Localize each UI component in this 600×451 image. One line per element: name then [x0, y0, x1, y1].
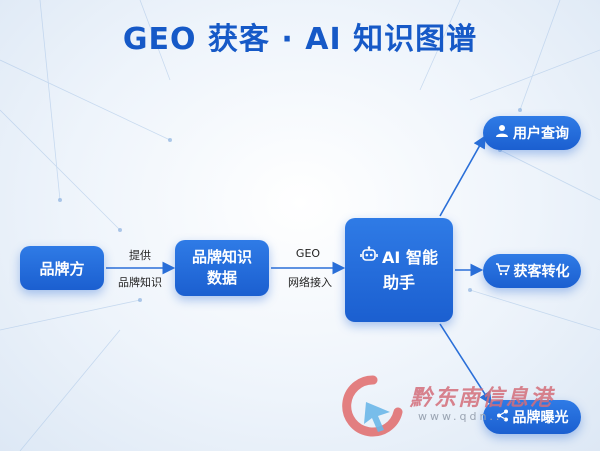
robot-icon: [360, 245, 378, 271]
edge-label-provide: 提供: [129, 249, 151, 262]
node-brand-exposure[interactable]: 品牌曝光: [483, 400, 581, 434]
user-icon: [495, 124, 509, 142]
node-get-customers[interactable]: 获客转化: [483, 254, 581, 288]
edge-label-network-access: 网络接入: [288, 276, 332, 289]
node-user-query-label: 用户查询: [513, 126, 569, 142]
node-ai-line1: AI 智能: [382, 248, 438, 267]
node-ai-line2: 助手: [382, 272, 415, 292]
share-icon: [496, 409, 509, 426]
cart-icon: [495, 262, 510, 280]
watermark: 黔东南信息港 www.qdn...: [338, 372, 600, 451]
watermark-url: www.qdn...: [418, 410, 509, 423]
edge-ai-to-expose: [439, 323, 492, 405]
node-brand[interactable]: 品牌方: [20, 246, 104, 290]
edge-ai-to-query: [439, 135, 486, 217]
edge-label-brand-knowledge: 品牌知识: [118, 276, 162, 289]
node-brand-data-line2: 数据: [206, 269, 237, 287]
node-brand-data-line1: 品牌知识: [191, 248, 252, 266]
node-ai-assistant[interactable]: AI 智能 助手: [345, 218, 453, 322]
watermark-logo-icon: [342, 375, 403, 437]
node-brand-label: 品牌方: [39, 259, 85, 278]
node-brand-data[interactable]: 品牌知识 数据: [175, 240, 269, 296]
node-brand-exposure-label: 品牌曝光: [512, 410, 569, 426]
edge-label-geo: GEO: [295, 247, 321, 260]
node-get-customers-label: 获客转化: [513, 264, 570, 280]
page-title: GEO 获客 · AI 知识图谱: [122, 22, 478, 57]
node-user-query[interactable]: 用户查询: [483, 116, 581, 150]
watermark-text: 黔东南信息港: [410, 385, 555, 411]
